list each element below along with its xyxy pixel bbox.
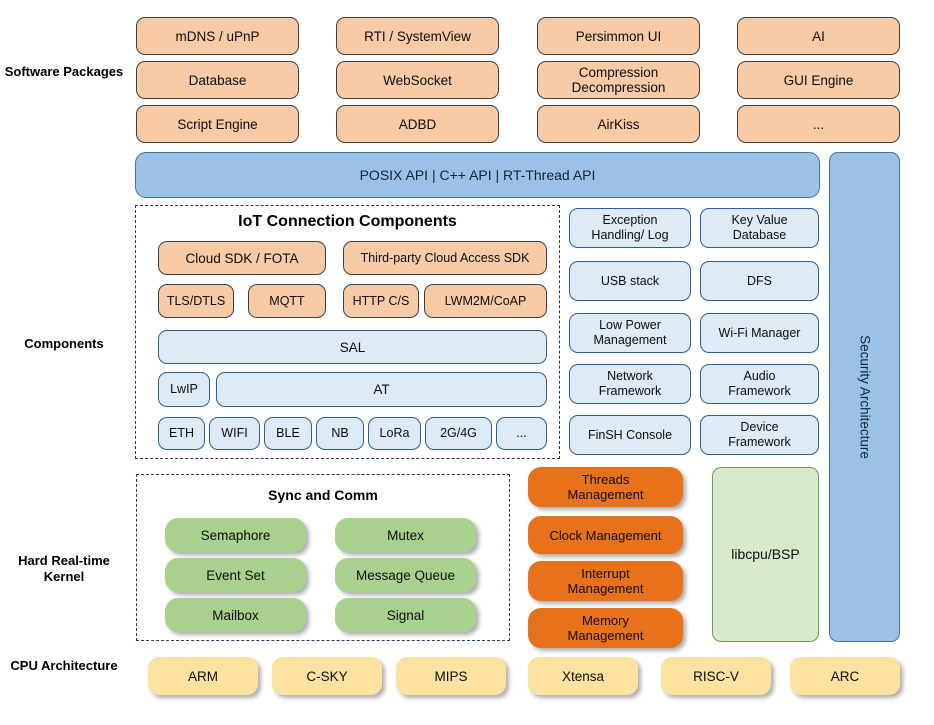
iot-connection-components-group	[135, 205, 560, 459]
package-gui-engine[interactable]: GUI Engine	[737, 61, 900, 99]
package-websocket[interactable]: WebSocket	[336, 61, 499, 99]
package-script-engine[interactable]: Script Engine	[136, 105, 299, 143]
kernel-libcpu-bsp[interactable]: libcpu/BSP	[712, 467, 819, 642]
component-exception-handling-log[interactable]: Exception Handling/ Log	[569, 208, 691, 248]
sync-semaphore[interactable]: Semaphore	[165, 518, 306, 552]
iot-tls-dtls[interactable]: TLS/DTLS	[158, 284, 234, 318]
iot-link-ble[interactable]: BLE	[264, 417, 312, 450]
package-compression-decompression[interactable]: Compression Decompression	[537, 61, 700, 99]
sync-and-comm-group	[136, 474, 510, 641]
iot-link-nb[interactable]: NB	[316, 417, 364, 450]
cpu-xtensa[interactable]: Xtensa	[528, 657, 638, 695]
iot-link-wifi[interactable]: WIFI	[209, 417, 260, 450]
iot-link-2g-4g[interactable]: 2G/4G	[425, 417, 492, 450]
sync-message-queue[interactable]: Message Queue	[335, 558, 476, 592]
sync-signal[interactable]: Signal	[335, 598, 476, 632]
iot-at[interactable]: AT	[216, 372, 547, 407]
security-architecture-bar[interactable]: Security Architecture	[829, 152, 900, 642]
iot-sal[interactable]: SAL	[158, 330, 547, 364]
row-label-components: Components	[24, 336, 104, 351]
component-low-power-management[interactable]: Low Power Management	[569, 313, 691, 353]
iot-http-cs[interactable]: HTTP C/S	[343, 284, 419, 318]
kernel-threads-management[interactable]: Threads Management	[528, 467, 683, 507]
component-usb-stack[interactable]: USB stack	[569, 261, 691, 301]
security-architecture-label: Security Architecture	[857, 335, 872, 459]
iot-lwm2m-coap[interactable]: LWM2M/CoAP	[424, 284, 547, 318]
api-bar[interactable]: POSIX API | C++ API | RT-Thread API	[135, 152, 820, 198]
package-rti-systemview[interactable]: RTI / SystemView	[336, 17, 499, 55]
package-adbd[interactable]: ADBD	[336, 105, 499, 143]
iot-cloud-sdk-fota[interactable]: Cloud SDK / FOTA	[158, 241, 326, 275]
sync-mailbox[interactable]: Mailbox	[165, 598, 306, 632]
component-dfs[interactable]: DFS	[700, 261, 819, 301]
package-database[interactable]: Database	[136, 61, 299, 99]
component-device-framework[interactable]: Device Framework	[700, 415, 819, 455]
cpu-arc[interactable]: ARC	[790, 657, 900, 695]
iot-group-title: IoT Connection Components	[238, 213, 457, 230]
row-label-software-packages: Software Packages	[4, 64, 124, 79]
row-label-kernel: Hard Real-time Kernel	[18, 553, 110, 584]
cpu-risc-v[interactable]: RISC-V	[661, 657, 771, 695]
sync-event-set[interactable]: Event Set	[165, 558, 306, 592]
sync-group-title: Sync and Comm	[268, 487, 378, 503]
iot-link-more[interactable]: ...	[496, 417, 547, 450]
package-ai[interactable]: AI	[737, 17, 900, 55]
kernel-interrupt-management[interactable]: Interrupt Management	[528, 561, 683, 601]
component-finsh-console[interactable]: FinSH Console	[569, 415, 691, 455]
iot-link-eth[interactable]: ETH	[158, 417, 205, 450]
cpu-mips[interactable]: MIPS	[396, 657, 506, 695]
row-label-cpu-architecture: CPU Architecture	[10, 658, 118, 673]
sync-mutex[interactable]: Mutex	[335, 518, 476, 552]
cpu-arm[interactable]: ARM	[148, 657, 258, 695]
package-more[interactable]: ...	[737, 105, 900, 143]
iot-third-party-cloud-access-sdk[interactable]: Third-party Cloud Access SDK	[343, 241, 547, 275]
component-audio-framework[interactable]: Audio Framework	[700, 364, 819, 404]
kernel-memory-management[interactable]: Memory Management	[528, 608, 683, 648]
package-persimmon-ui[interactable]: Persimmon UI	[537, 17, 700, 55]
component-wifi-manager[interactable]: Wi-Fi Manager	[700, 313, 819, 353]
iot-mqtt[interactable]: MQTT	[248, 284, 326, 318]
cpu-c-sky[interactable]: C-SKY	[272, 657, 382, 695]
iot-link-lora[interactable]: LoRa	[368, 417, 421, 450]
iot-lwip[interactable]: LwIP	[158, 372, 210, 407]
component-key-value-database[interactable]: Key Value Database	[700, 208, 819, 248]
package-airkiss[interactable]: AirKiss	[537, 105, 700, 143]
package-mdns-upnp[interactable]: mDNS / uPnP	[136, 17, 299, 55]
component-network-framework[interactable]: Network Framework	[569, 364, 691, 404]
kernel-clock-management[interactable]: Clock Management	[528, 516, 683, 554]
